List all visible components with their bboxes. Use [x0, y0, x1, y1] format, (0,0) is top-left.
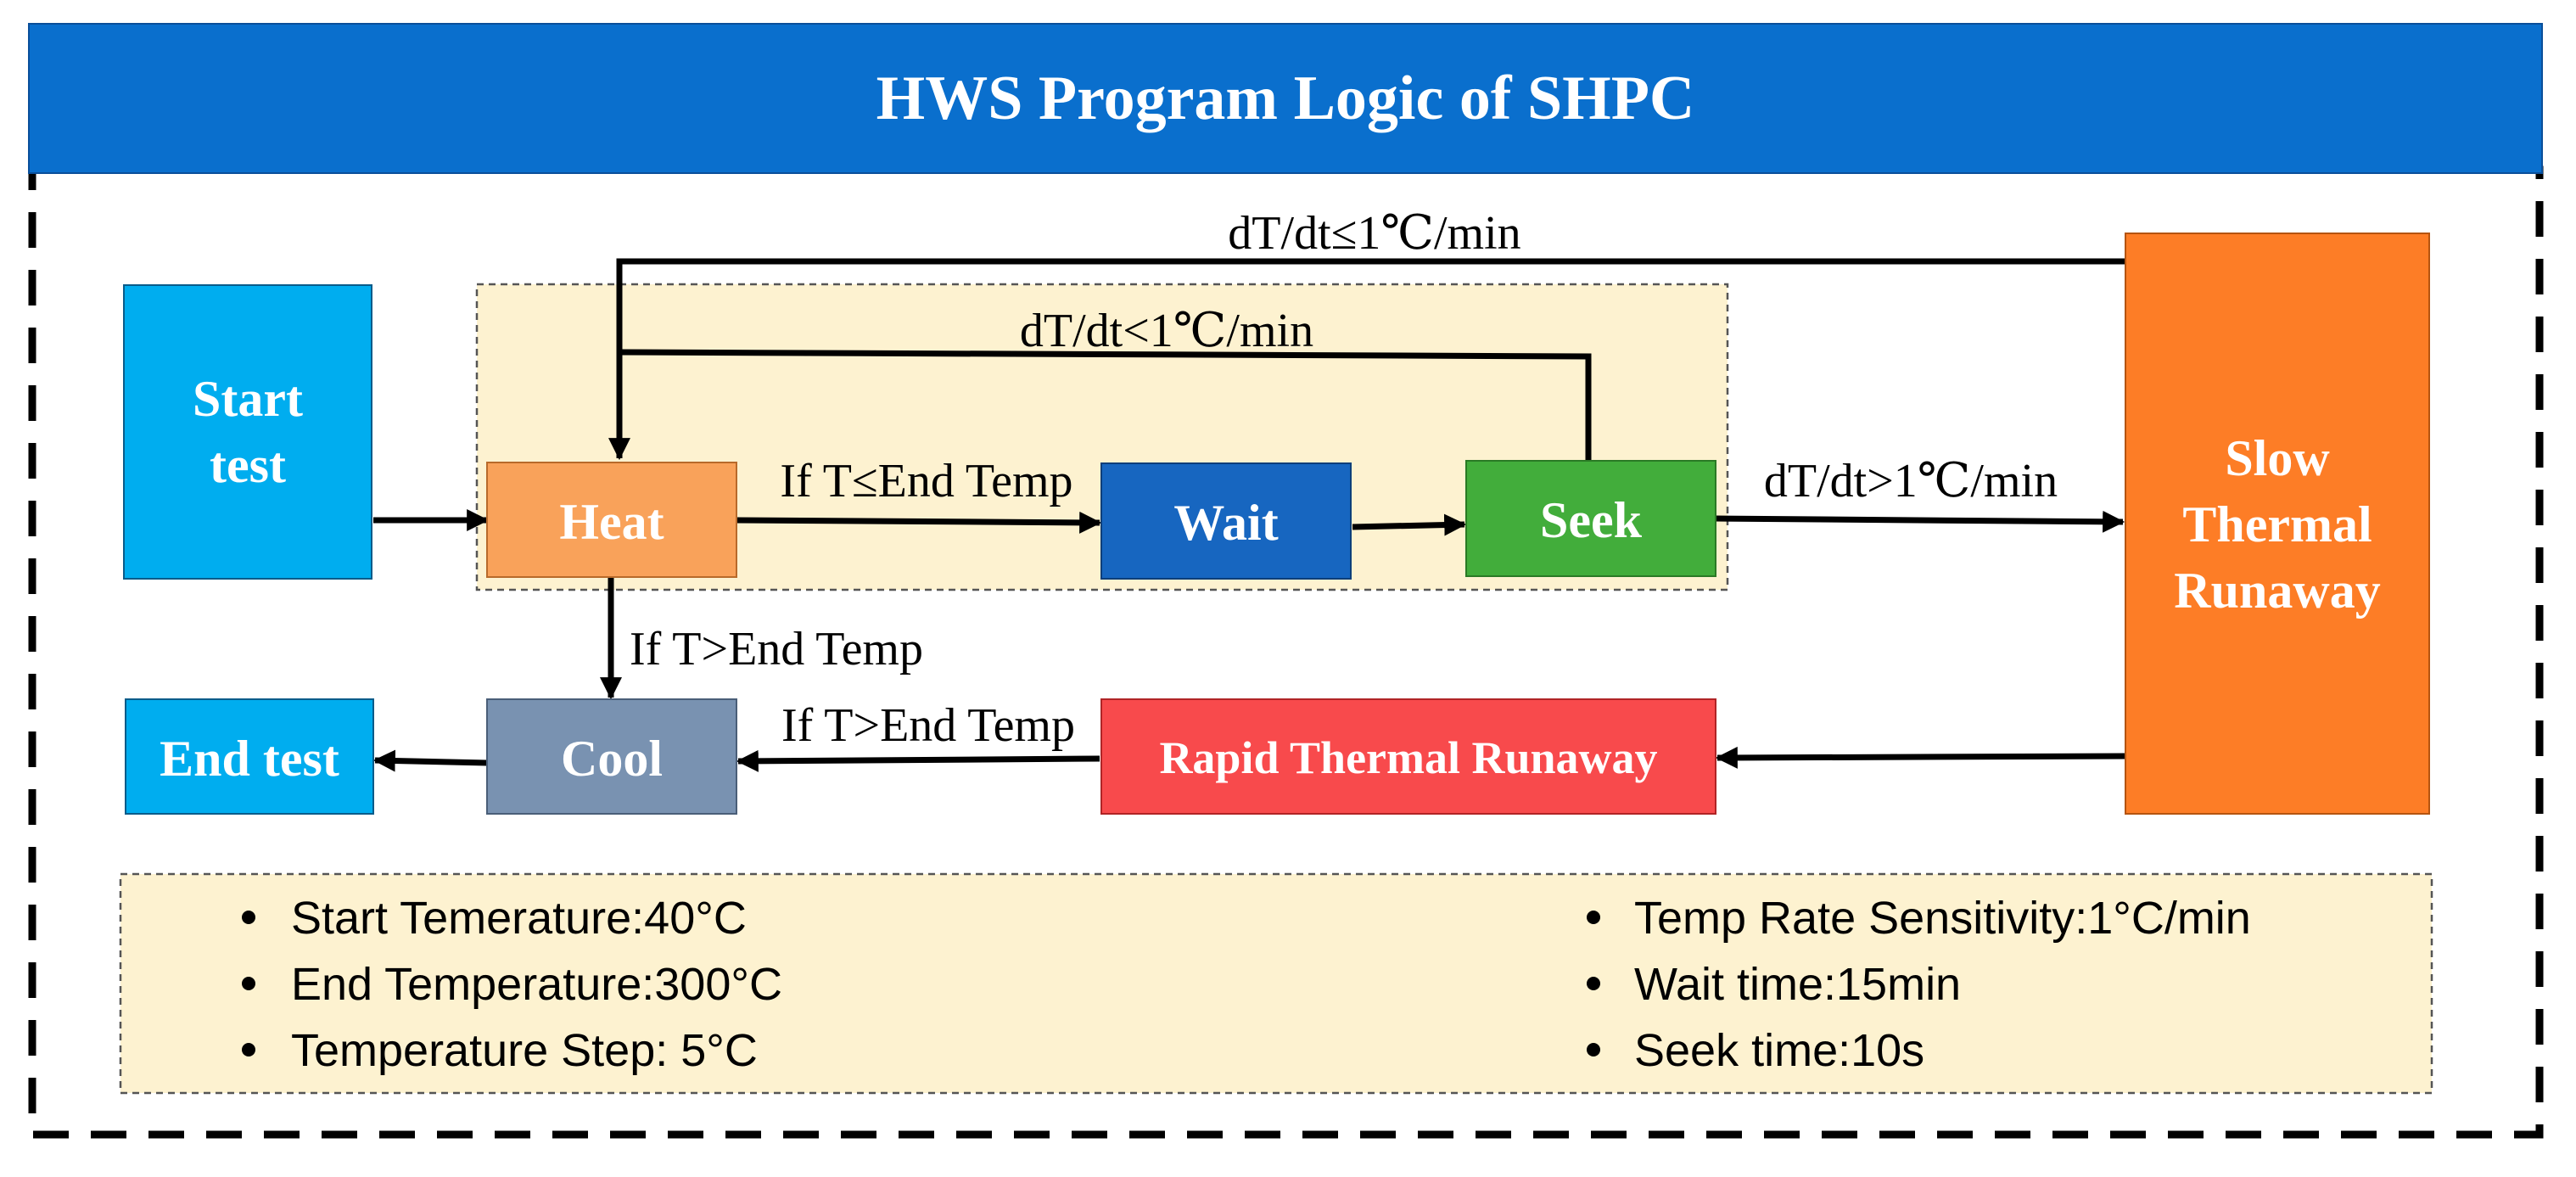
rapid-label: Rapid Thermal Runaway	[1159, 732, 1657, 783]
cool-node	[486, 698, 737, 815]
heat-label: Heat	[559, 494, 664, 550]
inner-loop-label: dT/dt<1℃/min	[1020, 305, 1313, 357]
param-temperature-step: Temperature Step: 5°C	[291, 1025, 758, 1076]
end-test-label: End test	[160, 731, 339, 787]
bullet	[1587, 1043, 1600, 1056]
slow-thermal-runaway-node	[2125, 233, 2430, 815]
seek-to-slow-label: dT/dt>1℃/min	[1764, 455, 2058, 507]
param-end-temperature: End Temperature:300°C	[291, 959, 782, 1010]
diagram-title: HWS Program Logic of SHPC	[876, 64, 1695, 133]
slow-label-line2: Thermal	[2182, 496, 2372, 552]
end-test-node	[125, 698, 374, 815]
top-loop-connector	[608, 258, 2125, 461]
seek-to-slow-arrow	[1715, 510, 2125, 533]
wait-label: Wait	[1173, 495, 1278, 551]
bullet	[1587, 911, 1600, 924]
params-right-list: Temp Rate Sensitivity:1°C/min Wait time:…	[1587, 893, 2251, 1076]
params-left-list: Start Temerature:40°C End Temperature:30…	[242, 893, 782, 1076]
inner-loop-connector	[619, 349, 1592, 462]
cool-to-end-arrow	[372, 749, 488, 772]
bullet	[242, 911, 255, 924]
rapid-to-cool-label: If T>End Temp	[781, 699, 1075, 752]
start-test-node	[123, 284, 372, 580]
heat-node	[486, 462, 737, 578]
parameters-panel	[119, 872, 2433, 1095]
param-temp-rate-sensitivity: Temp Rate Sensitivity:1°C/min	[1634, 893, 2251, 944]
seek-label: Seek	[1540, 492, 1643, 548]
rapid-to-cool-arrow	[736, 749, 1100, 772]
header-banner	[28, 23, 2543, 174]
slow-label-line3: Runaway	[2174, 563, 2380, 619]
bullet	[242, 1043, 255, 1056]
heat-to-wait-arrow	[736, 511, 1102, 534]
param-wait-time: Wait time:15min	[1634, 959, 1961, 1010]
rapid-thermal-runaway-node	[1100, 698, 1716, 815]
bullet	[1587, 977, 1600, 990]
seek-node	[1465, 460, 1716, 577]
top-loop-label: dT/dt≤1℃/min	[1228, 207, 1520, 260]
wait-node	[1100, 462, 1352, 580]
param-seek-time: Seek time:10s	[1634, 1025, 1924, 1076]
start-test-label-line1: Start	[193, 371, 303, 427]
cool-label: Cool	[561, 731, 663, 787]
heat-to-cool-label: If T>End Temp	[630, 623, 923, 675]
bullet	[242, 977, 255, 990]
start-test-label-line2: test	[210, 437, 286, 493]
param-start-temperature: Start Temerature:40°C	[291, 893, 747, 944]
heat-to-wait-label: If T≤End Temp	[780, 455, 1072, 507]
slow-to-rapid-arrow	[1715, 746, 2126, 769]
wait-to-seek-arrow	[1352, 513, 1467, 536]
slow-label-line1: Slow	[2225, 430, 2330, 486]
